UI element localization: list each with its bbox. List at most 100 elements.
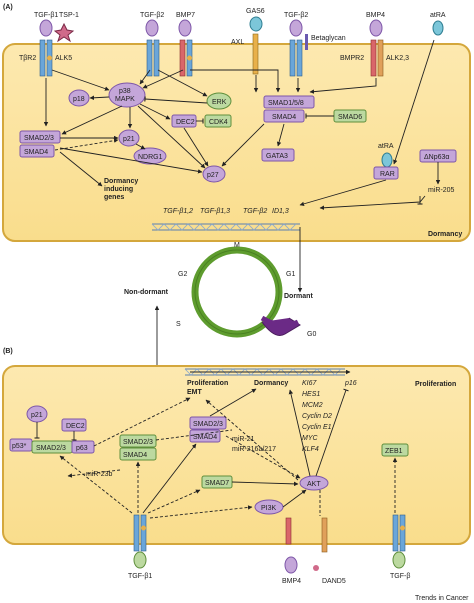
gene-tgfb2: TGF-β2 (243, 208, 267, 215)
svg-text:SMAD4: SMAD4 (272, 114, 296, 121)
node-p21-b: p21 (26, 405, 48, 423)
svg-text:SMAD2/3: SMAD2/3 (193, 421, 223, 428)
node-dec2-b: DEC2 (61, 418, 87, 432)
node-smad23-a: SMAD2/3 (19, 130, 61, 144)
svg-text:DAND5: DAND5 (322, 578, 346, 585)
svg-text:ALK2,3: ALK2,3 (386, 55, 409, 62)
svg-text:TβR2: TβR2 (19, 55, 36, 62)
svg-text:p63: p63 (76, 445, 88, 452)
arrows-panel-a (43, 39, 441, 293)
svg-text:SMAD7: SMAD7 (205, 480, 229, 487)
receptor-tgfbr-b-panel: TGF-β1 (128, 514, 152, 580)
node-gata3: GATA3 (261, 148, 295, 162)
node-atra-rar: atRA RAR (373, 143, 399, 180)
svg-text:TSP-1: TSP-1 (59, 12, 79, 19)
receptor-bmp-b-panel: BMP4 DAND5 (282, 517, 346, 585)
gene-tgfb13: TGF-β1,3 (200, 208, 230, 215)
gene-item: KI67 (302, 380, 318, 387)
node-zeb1: ZEB1 (381, 443, 409, 457)
svg-text:p53*: p53* (12, 443, 27, 450)
receptor-tgfbr-c: Betaglycan (289, 34, 346, 77)
cycle-s: S (176, 321, 181, 328)
node-p18: p18 (68, 89, 90, 107)
svg-text:ΔNp63α: ΔNp63α (424, 154, 449, 161)
receptor-bmpr: BMPR2 ALK2,3 (340, 39, 409, 77)
svg-text:ERK: ERK (212, 99, 227, 106)
svg-text:NDRG1: NDRG1 (138, 154, 163, 161)
dna-strand-b (184, 368, 345, 376)
dormancy-genes-1: Dormancy (104, 178, 138, 185)
svg-text:p27: p27 (207, 172, 219, 179)
svg-text:AXL: AXL (231, 39, 244, 46)
svg-text:TGF-β1: TGF-β1 (128, 573, 152, 580)
mir21-label: miR-21 (232, 436, 255, 443)
non-dormant-label: Non-dormant (124, 289, 169, 296)
gene-item: HES1 (302, 391, 320, 398)
node-cdk4: CDK4 (204, 114, 232, 128)
svg-text:p21: p21 (31, 412, 43, 419)
panel-b-cell (2, 365, 471, 545)
output-proliferation: Proliferation (187, 380, 228, 387)
svg-text:ZEB1: ZEB1 (385, 448, 403, 455)
svg-text:DEC2: DEC2 (176, 119, 195, 126)
dormancy-genes-2: inducing (104, 186, 133, 193)
proliferation-state-label: Proliferation (415, 381, 456, 388)
gene-item: Cyclin D2 (302, 413, 332, 420)
svg-text:SMAD2/3: SMAD2/3 (24, 135, 54, 142)
node-akt: AKT (299, 475, 329, 491)
node-smad6: SMAD6 (333, 109, 367, 123)
node-p21-a: p21 (118, 129, 140, 147)
svg-text:TGF-β2: TGF-β2 (140, 12, 164, 19)
panel-b-label: (B) (3, 348, 13, 355)
footer-journal: Trends in Cancer (415, 595, 469, 602)
svg-text:p21: p21 (123, 136, 135, 143)
node-pi3k: PI3K (254, 499, 284, 515)
receptor-tgfbr-b-right: TGF-β (390, 514, 410, 580)
gene-list-b: KI67 HES1 MCM2 Cyclin D2 Cyclin E1 MYC K… (302, 380, 332, 453)
svg-text:PI3K: PI3K (261, 505, 277, 512)
node-smad4-b: SMAD4 (19, 144, 55, 158)
receptor-tgfbr-a: TβR2 ALK5 (19, 39, 72, 77)
output-emt: EMT (187, 389, 203, 396)
panel-a-cell (2, 43, 471, 242)
svg-text:DEC2: DEC2 (66, 423, 85, 430)
receptor-axl: AXL (231, 33, 259, 75)
output-dormancy: Dormancy (254, 380, 288, 387)
svg-text:MAPK: MAPK (115, 96, 135, 103)
node-p63: p63 (71, 440, 95, 454)
node-smad7: SMAD7 (201, 475, 233, 489)
svg-text:SMAD4: SMAD4 (193, 434, 217, 441)
svg-text:AKT: AKT (307, 481, 321, 488)
cycle-g2: G2 (178, 271, 187, 278)
arrows-panel-b (34, 369, 398, 519)
svg-text:Betaglycan: Betaglycan (311, 35, 346, 42)
svg-text:BMPR2: BMPR2 (340, 55, 364, 62)
svg-text:BMP4: BMP4 (282, 578, 301, 585)
receptor-tgfbr-b (146, 39, 160, 77)
ligand-atra-a: atRA (430, 12, 446, 36)
node-p53: p53* (9, 438, 33, 452)
dna-strand-a (151, 223, 300, 231)
dormancy-genes-3: genes (104, 194, 124, 201)
svg-text:CDK4: CDK4 (209, 119, 228, 126)
gene-tgfb12: TGF-β1,2 (163, 208, 193, 215)
svg-text:SMAD4: SMAD4 (24, 149, 48, 156)
svg-text:BMP7: BMP7 (176, 12, 195, 19)
svg-text:BMP4: BMP4 (366, 12, 385, 19)
svg-text:SMAD2/3: SMAD2/3 (123, 439, 153, 446)
ligand-tgfb2-b: TGF-β2 (284, 12, 308, 37)
panel-a-label: (A) (3, 4, 13, 11)
gene-id13: ID1,3 (272, 208, 289, 215)
ligand-tgfb1-a: TGF-β1 (34, 12, 58, 37)
node-ndrg1: NDRG1 (133, 147, 167, 165)
svg-text:TGF-β: TGF-β (390, 573, 410, 580)
gene-item: Cyclin E1 (302, 424, 332, 431)
ligand-tsp1: TSP-1 (53, 12, 79, 43)
output-p16: p16 (344, 380, 357, 387)
svg-text:atRA: atRA (430, 12, 446, 19)
receptor-bmp7 (179, 39, 193, 77)
ligand-tgfb2-a: TGF-β2 (140, 12, 164, 37)
svg-text:p38: p38 (119, 88, 131, 95)
svg-text:p18: p18 (73, 96, 85, 103)
